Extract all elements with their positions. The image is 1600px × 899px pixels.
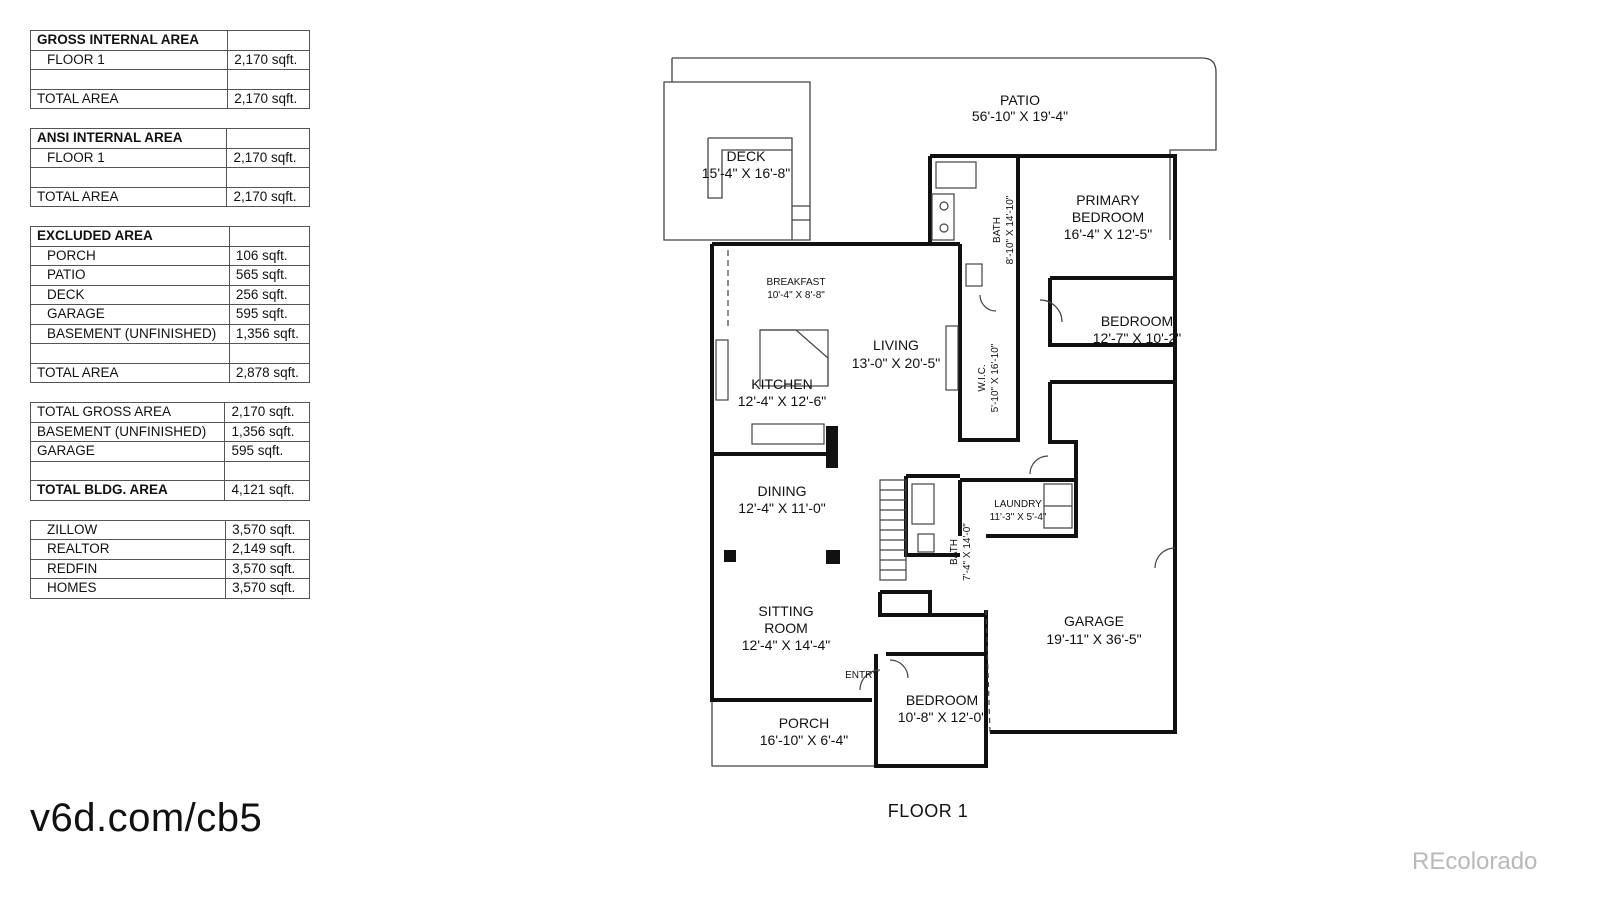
porch-outline <box>711 700 876 767</box>
recolorado-watermark: REcolorado <box>1412 848 1538 875</box>
bath-vanity <box>931 193 955 241</box>
room-dims-deck: 15'-4" X 16'-8" <box>702 165 790 181</box>
room-dims-living: 13'-0" X 20'-5" <box>852 355 940 371</box>
room-name-sitting-1: SITTING <box>758 603 813 619</box>
laundry-door-swing <box>1029 455 1049 475</box>
table-row-value: 2,170 sqft. <box>226 147 310 168</box>
deck-outline <box>663 81 811 241</box>
wic-door-swing <box>979 294 997 312</box>
entry-door-swing <box>859 669 881 691</box>
room-name-primary-bedroom-2: BEDROOM <box>1072 209 1144 225</box>
room-dims-patio: 56'-10" X 19'-4" <box>972 108 1068 124</box>
room-dims-bedroom-2: 12'-7" X 10'-2" <box>1093 330 1181 346</box>
table-total-value: 2,170 sqft. <box>226 186 310 207</box>
table-row-label: TOTAL GROSS AREA <box>29 402 226 423</box>
room-dims-wic: 5'-10" X 16'-10" <box>990 343 1001 412</box>
room-name-primary-bedroom-1: PRIMARY <box>1076 192 1140 208</box>
toilet <box>965 263 983 287</box>
room-name-living: LIVING <box>873 337 919 353</box>
room-dims-garage: 19'-11" X 36'-5" <box>1046 631 1141 647</box>
room-name-entry: ENTRY <box>845 670 879 681</box>
bedroom-door-swing <box>1039 299 1063 323</box>
table-row-value: 1,356 sqft. <box>224 421 310 442</box>
room-name-patio: PATIO <box>1000 92 1040 108</box>
laundry-cabinets <box>1043 483 1073 529</box>
table-row-value: 2,170 sqft. <box>224 402 310 423</box>
kitchen-counter <box>715 339 729 401</box>
table-row-label: BASEMENT (UNFINISHED) <box>29 421 226 442</box>
table-row-label: GARAGE <box>30 304 230 325</box>
table-row-value: 565 sqft. <box>228 265 311 286</box>
fireplace <box>945 325 959 391</box>
table-total-label: TOTAL AREA <box>29 186 228 207</box>
room-name-bedroom-3: BEDROOM <box>906 692 978 708</box>
deck-stairs <box>707 137 810 240</box>
table-total-label: TOTAL AREA <box>29 88 229 109</box>
room-name-garage: GARAGE <box>1064 613 1124 629</box>
table-row-value: 595 sqft. <box>228 304 311 325</box>
stairs <box>879 479 907 581</box>
table-row-label: BASEMENT (UNFINISHED) <box>30 323 230 344</box>
exterior-outlines <box>663 57 1217 767</box>
room-name-dining: DINING <box>758 483 807 499</box>
room-dims-bedroom-3: 10'-8" X 12'-0" <box>898 709 986 725</box>
room-dims-sitting: 12'-4" X 14'-4" <box>742 637 830 653</box>
room-name-bedroom-2: BEDROOM <box>1101 313 1173 329</box>
garage-door-swing <box>1154 547 1176 569</box>
table-row-label: REALTOR <box>29 539 227 560</box>
table-row-label: HOMES <box>29 578 227 599</box>
room-name-bath-2: BATH <box>949 539 960 565</box>
room-name-laundry: LAUNDRY <box>994 499 1042 510</box>
bedroom3-door-swing <box>889 659 909 679</box>
table-total-value: 2,170 sqft. <box>227 88 310 109</box>
table-total-value: 4,121 sqft. <box>224 480 310 501</box>
room-name-wic: W.I.C. <box>977 364 988 391</box>
room-name-breakfast: BREAKFAST <box>767 277 826 288</box>
room-dims-bath-2: 7'-4" X 14'-0" <box>962 523 973 581</box>
table-row-value: 3,570 sqft. <box>225 558 310 579</box>
tour-url: v6d.com/cb5 <box>30 796 263 840</box>
room-name-deck: DECK <box>727 148 767 164</box>
room-name-porch: PORCH <box>779 715 830 731</box>
room-dims-laundry: 11'-3" X 5'-4" <box>990 512 1047 523</box>
room-name-sitting-2: ROOM <box>764 620 808 636</box>
kitchen-counter-low <box>751 423 825 445</box>
interior-fixtures <box>715 161 1176 733</box>
room-dims-primary-bedroom: 16'-4" X 12'-5" <box>1064 226 1152 242</box>
table-total-label: TOTAL BLDG. AREA <box>29 480 226 501</box>
table-row-label: ZILLOW <box>29 519 227 540</box>
table-row-value: 3,570 sqft. <box>225 578 310 599</box>
room-dims-dining: 12'-4" X 11'-0" <box>738 500 825 516</box>
room-dims-kitchen: 12'-4" X 12'-6" <box>738 393 826 409</box>
room-dims-breakfast: 10'-4" X 8'-8" <box>767 290 825 301</box>
exterior-walls <box>710 154 1177 768</box>
patio-outline <box>671 57 1217 240</box>
table-row-value: 256 sqft. <box>228 284 311 305</box>
room-labels: PATIO 56'-10" X 19'-4" DECK 15'-4" X 16'… <box>702 92 1181 748</box>
floor-caption: FLOOR 1 <box>887 801 969 821</box>
structural-columns <box>724 426 840 564</box>
room-name-kitchen: KITCHEN <box>751 376 812 392</box>
table-header: ANSI INTERNAL AREA <box>29 128 228 149</box>
room-name-primary-bath: BATH <box>992 217 1003 243</box>
room-dims-primary-bath: 8'-10" X 14'-10" <box>1005 195 1016 264</box>
room-dims-porch: 16'-10" X 6'-4" <box>760 732 848 748</box>
table-total-value: 2,878 sqft. <box>228 362 311 383</box>
garage-interior-wall <box>985 609 991 733</box>
table-total-label: TOTAL AREA <box>30 362 230 383</box>
bathtub <box>935 161 977 189</box>
bath2-tub <box>911 483 935 525</box>
bath2-toilet <box>917 533 935 553</box>
